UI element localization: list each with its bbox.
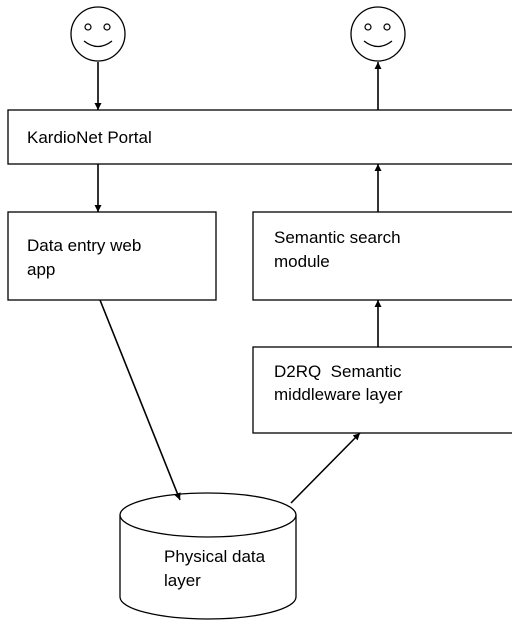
semantic-search-label-line2: module (274, 252, 330, 271)
arrow-database-to-middleware (290, 432, 361, 504)
semantic-search-label-line1: Semantic search (274, 228, 401, 247)
data-entry-label-line2: app (27, 260, 55, 279)
arrow-data-entry-to-database (99, 299, 181, 501)
database-cylinder: Physical data layer (119, 492, 297, 620)
middleware-box: D2RQ Semantic middleware layer (252, 346, 512, 434)
portal-label: KardioNet Portal (27, 128, 152, 147)
portal-box: KardioNet Portal (7, 109, 512, 165)
user-smiley-left-icon (70, 6, 126, 62)
data-entry-label-line1: Data entry web (27, 236, 141, 255)
middleware-label-line2: middleware layer (274, 385, 403, 404)
middleware-label-line1: D2RQ Semantic (274, 362, 402, 381)
physical-label-line1: Physical data (164, 547, 266, 566)
semantic-search-box: Semantic search module (252, 211, 512, 301)
data-entry-box: Data entry web app (7, 211, 217, 301)
user-smiley-right-icon (350, 6, 406, 62)
physical-label-line2: layer (164, 571, 201, 590)
